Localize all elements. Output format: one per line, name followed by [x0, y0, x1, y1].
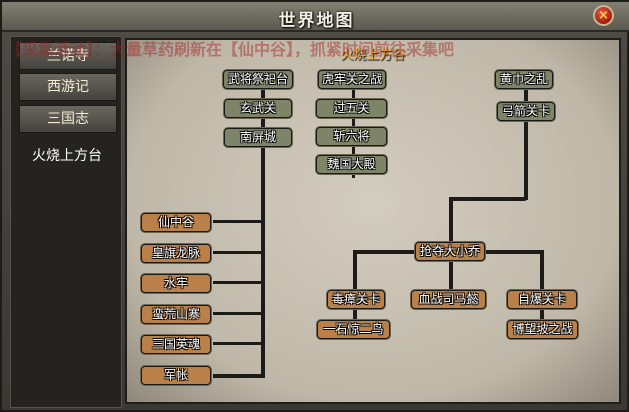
title-bar[interactable]: 世界地图 × — [2, 2, 629, 32]
sidebar-item-three-kingdoms[interactable]: 三国志 — [19, 105, 117, 133]
map-node-nanping-city[interactable]: 南屏城 — [224, 128, 292, 147]
map-node-hulao-battle[interactable]: 虎牢关之战 — [318, 70, 386, 89]
close-button[interactable]: × — [593, 5, 614, 26]
map-node-poison-pass[interactable]: 毒瘴关卡 — [327, 290, 385, 309]
sidebar-item-lannuo-temple[interactable]: 兰诺寺 — [19, 42, 117, 70]
sidebar-item-journey-west[interactable]: 西游记 — [19, 73, 117, 101]
map-node-self-destruct-pass[interactable]: 自爆关卡 — [507, 290, 577, 309]
map-node-yellow-turban[interactable]: 黄巾之乱 — [495, 70, 553, 89]
map-node-xuanwu-pass[interactable]: 玄武关 — [224, 99, 292, 118]
map-node-battle-sima-yi[interactable]: 血战司马懿 — [411, 290, 486, 309]
connector-line — [213, 220, 263, 223]
map-node-army-tent[interactable]: 军帐 — [141, 366, 211, 385]
sidebar-subitem-selected[interactable]: 火烧上方台 — [32, 148, 102, 164]
connector-line — [213, 374, 265, 378]
sidebar: 兰诺寺 西游记 三国志 火烧上方台 — [10, 36, 122, 408]
map-node-heroes-souls[interactable]: 三国英魂 — [141, 335, 211, 354]
map-node-one-stone-two-birds[interactable]: 一石惊二鸟 — [317, 320, 390, 339]
map-node-water-prison[interactable]: 水牢 — [141, 274, 211, 293]
map-node-seize-qiao-sisters[interactable]: 抢夺大小乔 — [415, 242, 485, 261]
connector-line — [213, 312, 263, 315]
map-node-bowang-slope[interactable]: 博望坡之战 — [507, 320, 578, 339]
map-node-wei-palace[interactable]: 魏国大殿 — [316, 155, 387, 174]
map-node-warrior-altar[interactable]: 武将祭祀台 — [223, 70, 293, 89]
connector-line — [261, 88, 265, 378]
map-panel: 火烧上方谷 武将祭祀台 玄武关 南屏城 虎牢关之战 过五关 斩六将 魏国大殿 黄… — [125, 38, 621, 404]
connector-line — [449, 197, 528, 201]
map-node-barbarian-camp[interactable]: 蛮荒山寨 — [141, 305, 211, 324]
map-node-six-generals[interactable]: 斩六将 — [316, 127, 387, 146]
map-title: 火烧上方谷 — [340, 48, 406, 63]
connector-line — [213, 251, 263, 254]
map-node-imperial-vein[interactable]: 皇旗龙脉 — [141, 244, 211, 263]
connector-line — [213, 281, 263, 284]
map-node-five-passes[interactable]: 过五关 — [316, 99, 387, 118]
connector-line — [213, 342, 263, 345]
window-title: 世界地图 — [278, 11, 355, 31]
connector-line — [449, 252, 453, 292]
connector-line — [449, 197, 453, 252]
map-node-xianzhong-valley[interactable]: 仙中谷 — [141, 213, 211, 232]
map-node-archer-pass[interactable]: 弓箭关卡 — [497, 102, 555, 121]
connector-line — [524, 88, 528, 200]
